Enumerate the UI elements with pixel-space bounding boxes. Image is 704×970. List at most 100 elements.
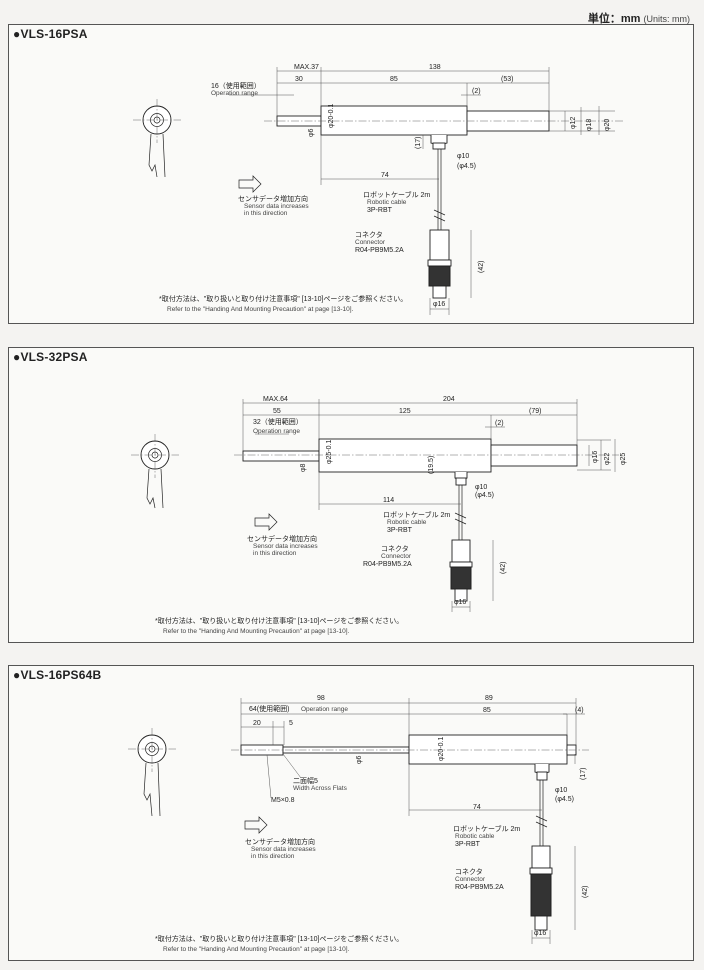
note-jp: *取付方法は、"取り扱いと取り付け注意事項" [13-10]ページをご参照くださ… xyxy=(155,616,403,625)
note-en: Refer to the "Handing And Mounting Preca… xyxy=(163,628,350,635)
dim-a: 20 xyxy=(253,720,261,727)
note-en: Refer to the "Handing And Mounting Preca… xyxy=(167,306,354,313)
dim-right-dia2: φ22 xyxy=(604,453,611,465)
dimensions xyxy=(242,399,616,612)
model-title: ●VLS-32PSA xyxy=(13,350,88,364)
dimensions xyxy=(240,698,585,944)
dim-a2: 5 xyxy=(289,720,293,727)
cable-model: 3P-RBT xyxy=(387,527,413,534)
dim-connector-height: (42) xyxy=(500,562,507,574)
side-view xyxy=(264,105,624,299)
drawing-vls-32psa: MAX.64 204 32（使用範囲） Operation range 55 1… xyxy=(131,396,627,635)
dim-c: (79) xyxy=(529,408,541,415)
dim-c: (53) xyxy=(501,76,513,83)
dim-cable-inner: (φ4.5) xyxy=(555,796,574,803)
dim-d: (4) xyxy=(575,707,584,714)
dim-rod-dia: φ6 xyxy=(308,128,315,137)
dim-connector-dia: φ16 xyxy=(433,301,445,308)
dim-body-dia: φ20-0.1 xyxy=(328,104,335,128)
cable-jp: ロボットケーブル 2m xyxy=(383,510,450,519)
dim-cable-inner: (φ4.5) xyxy=(475,492,494,499)
connector-model: R04-PB9M5.2A xyxy=(455,884,504,891)
direction-jp: センサデータ増加方向 xyxy=(245,837,315,846)
dim-rod-dia: φ8 xyxy=(300,463,307,472)
dim-rod-dia: φ6 xyxy=(356,755,363,764)
dim-total2: 89 xyxy=(485,695,493,702)
model-title: ●VLS-16PSA xyxy=(13,27,88,41)
dim-right-dia1: φ12 xyxy=(570,117,577,129)
direction-en2: in this direction xyxy=(251,853,295,860)
dim-total: 138 xyxy=(429,64,441,71)
cable-model: 3P-RBT xyxy=(367,207,393,214)
drawing-vls-16psa: MAX.37 138 16（使用範囲） Operation range 30 8… xyxy=(133,64,624,315)
end-view xyxy=(133,99,181,178)
end-view xyxy=(128,728,176,817)
dim-right-dia2: φ18 xyxy=(586,119,593,131)
dim-cable-outer: φ10 xyxy=(555,787,567,794)
dim-operation-range: 64(使用範囲) xyxy=(249,704,289,713)
side-view xyxy=(234,438,619,602)
direction-en1: Sensor data increases xyxy=(253,543,318,550)
panel-vls-32psa: ●VLS-32PSA xyxy=(8,347,694,643)
note-en: Refer to the "Handing And Mounting Preca… xyxy=(163,946,350,953)
cable-en: Robotic cable xyxy=(367,199,407,206)
flats-en: Width Across Flats xyxy=(293,785,348,792)
dim-right-dia3: φ20 xyxy=(604,119,611,131)
connector-en: Connector xyxy=(455,876,486,883)
dim-connector-dia: φ16 xyxy=(454,599,466,606)
connector-model: R04-PB9M5.2A xyxy=(363,561,412,568)
cable-en: Robotic cable xyxy=(387,519,427,526)
dim-cable-outer: φ10 xyxy=(475,484,487,491)
dim-connector-dia: φ16 xyxy=(534,930,546,937)
panel-vls-16psa: ●VLS-16PSA xyxy=(8,24,694,324)
dim-b: 85 xyxy=(483,707,491,714)
dim-length: 74 xyxy=(381,172,389,179)
dim-body-dia: φ20-0.1 xyxy=(438,737,445,761)
cable-jp: ロボットケーブル 2m xyxy=(363,190,430,199)
cable-model: 3P-RBT xyxy=(455,841,481,848)
direction-jp: センサデータ増加方向 xyxy=(238,194,308,203)
dim-operation-range-en: Operation range xyxy=(253,428,300,435)
dim-b: 125 xyxy=(399,408,411,415)
cable-en: Robotic cable xyxy=(455,833,495,840)
connector-model: R04-PB9M5.2A xyxy=(355,247,404,254)
dim-operation-range: 32（使用範囲） xyxy=(253,417,303,426)
note-jp: *取付方法は、"取り扱いと取り付け注意事項" [13-10]ページをご参照くださ… xyxy=(159,294,407,303)
dim-max: MAX.37 xyxy=(294,64,319,71)
dim-thread: M5×0.8 xyxy=(271,797,295,804)
model-title: ●VLS-16PS64B xyxy=(13,668,102,682)
connector-en: Connector xyxy=(355,239,386,246)
dim-right-dia3: φ25 xyxy=(620,453,627,465)
dim-length: 74 xyxy=(473,804,481,811)
dim-b: 85 xyxy=(390,76,398,83)
units-en: (Units: mm) xyxy=(643,14,691,24)
dim-d: (2) xyxy=(495,420,504,427)
dim-total1: 98 xyxy=(317,695,325,702)
flats-jp: 二面幅5 xyxy=(293,776,318,785)
direction-en1: Sensor data increases xyxy=(251,846,316,853)
dim-cable-outer: φ10 xyxy=(457,153,469,160)
dim-max: MAX.64 xyxy=(263,396,288,403)
side-view xyxy=(231,734,589,931)
direction-arrow-icon xyxy=(244,816,268,834)
dim-length: 114 xyxy=(383,497,394,504)
direction-jp: センサデータ増加方向 xyxy=(247,534,317,543)
direction-arrow-icon xyxy=(254,513,278,531)
connector-jp: コネクタ xyxy=(355,230,383,239)
dim-a: 30 xyxy=(295,76,303,83)
dim-d: (2) xyxy=(472,88,481,95)
panel-vls-16ps64b: ●VLS-16PS64B xyxy=(8,665,694,961)
direction-en1: Sensor data increases xyxy=(244,203,309,210)
dim-body-dia: φ25-0.1 xyxy=(326,440,333,464)
dim-operation-range-en: Operation range xyxy=(301,706,348,713)
dim-operation-range: 16（使用範囲） xyxy=(211,81,261,90)
cable-jp: ロボットケーブル 2m xyxy=(453,824,520,833)
direction-arrow-icon xyxy=(238,175,262,193)
dim-17: (17) xyxy=(580,768,587,780)
dim-17: (17) xyxy=(415,137,422,149)
drawing-vls-16ps64b: 98 89 64(使用範囲) Operation range 20 5 85 (… xyxy=(128,695,589,953)
dim-operation-range-en: Operation range xyxy=(211,90,258,97)
connector-jp: コネクタ xyxy=(381,544,409,553)
dim-total: 204 xyxy=(443,396,455,403)
direction-en2: in this direction xyxy=(253,550,297,557)
